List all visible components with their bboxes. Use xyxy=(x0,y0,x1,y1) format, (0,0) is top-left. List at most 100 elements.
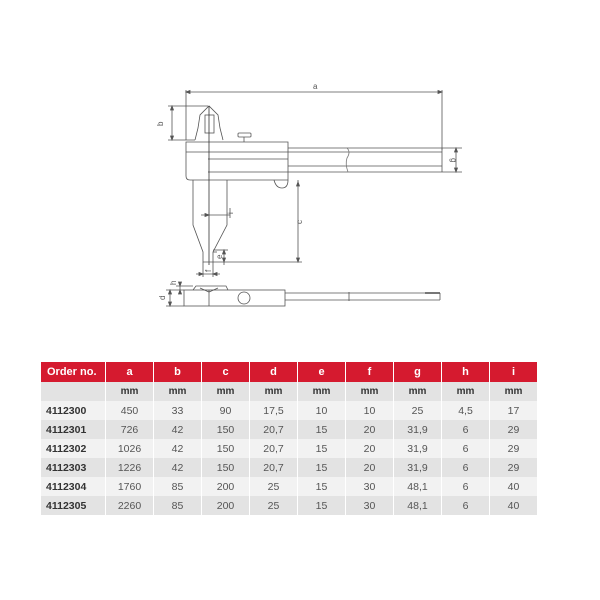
table-row: 4112304 1760 85 200 25 15 30 48,1 6 40 xyxy=(40,477,538,496)
cell-h: 6 xyxy=(441,496,490,515)
cell-a: 1760 xyxy=(105,477,154,496)
cell-c: 200 xyxy=(201,477,250,496)
dimension-label-a: a xyxy=(313,82,318,91)
cell-c: 150 xyxy=(201,420,250,439)
cell-f: 30 xyxy=(345,496,394,515)
cell-b: 85 xyxy=(153,477,202,496)
header-f: f xyxy=(345,362,394,382)
cell-d: 20,7 xyxy=(249,458,298,477)
table-row: 4112303 1226 42 150 20,7 15 20 31,9 6 29 xyxy=(40,458,538,477)
cell-e: 10 xyxy=(297,401,346,420)
cell-g: 48,1 xyxy=(393,477,442,496)
cell-d: 20,7 xyxy=(249,439,298,458)
cell-g: 48,1 xyxy=(393,496,442,515)
unit-e: mm xyxy=(297,382,346,401)
dimension-label-g: g xyxy=(449,158,458,162)
cell-b: 42 xyxy=(153,458,202,477)
cell-e: 15 xyxy=(297,439,346,458)
cell-f: 30 xyxy=(345,477,394,496)
cell-h: 6 xyxy=(441,439,490,458)
cell-order-no: 4112305 xyxy=(40,496,106,515)
cell-c: 150 xyxy=(201,439,250,458)
cell-h: 4,5 xyxy=(441,401,490,420)
cell-e: 15 xyxy=(297,496,346,515)
table-header-row: Order no. a b c d e f g h i xyxy=(40,362,538,382)
cell-a: 1026 xyxy=(105,439,154,458)
cell-b: 42 xyxy=(153,420,202,439)
cell-e: 15 xyxy=(297,477,346,496)
order-specification-table: Order no. a b c d e f g h i mm mm mm mm … xyxy=(40,362,538,515)
table-row: 4112305 2260 85 200 25 15 30 48,1 6 40 xyxy=(40,496,538,515)
header-a: a xyxy=(105,362,154,382)
dimension-label-c: c xyxy=(295,220,304,224)
cell-i: 40 xyxy=(489,496,538,515)
unit-g: mm xyxy=(393,382,442,401)
dimension-label-e: e xyxy=(215,254,224,259)
dimension-label-f: f xyxy=(204,269,213,272)
header-c: c xyxy=(201,362,250,382)
cell-b: 85 xyxy=(153,496,202,515)
cell-i: 40 xyxy=(489,477,538,496)
unit-c: mm xyxy=(201,382,250,401)
cell-f: 20 xyxy=(345,439,394,458)
cell-order-no: 4112300 xyxy=(40,401,106,420)
dimension-label-d: d xyxy=(158,296,167,300)
cell-g: 31,9 xyxy=(393,420,442,439)
unit-b: mm xyxy=(153,382,202,401)
cell-i: 29 xyxy=(489,420,538,439)
cell-i: 17 xyxy=(489,401,538,420)
cell-g: 25 xyxy=(393,401,442,420)
cell-d: 20,7 xyxy=(249,420,298,439)
dimension-label-i: i xyxy=(226,212,235,214)
unit-f: mm xyxy=(345,382,394,401)
header-h: h xyxy=(441,362,490,382)
header-e: e xyxy=(297,362,346,382)
cell-order-no: 4112301 xyxy=(40,420,106,439)
cell-d: 25 xyxy=(249,496,298,515)
unit-d: mm xyxy=(249,382,298,401)
dimension-label-h: h xyxy=(169,281,178,285)
cell-a: 450 xyxy=(105,401,154,420)
cell-f: 10 xyxy=(345,401,394,420)
cell-d: 25 xyxy=(249,477,298,496)
table-row: 4112300 450 33 90 17,5 10 10 25 4,5 17 xyxy=(40,401,538,420)
cell-a: 2260 xyxy=(105,496,154,515)
cell-g: 31,9 xyxy=(393,458,442,477)
cell-h: 6 xyxy=(441,420,490,439)
cell-c: 200 xyxy=(201,496,250,515)
cell-i: 29 xyxy=(489,439,538,458)
caliper-technical-drawing: a b c d e f g h i xyxy=(156,82,462,308)
cell-order-no: 4112303 xyxy=(40,458,106,477)
cell-f: 20 xyxy=(345,420,394,439)
cell-d: 17,5 xyxy=(249,401,298,420)
cell-order-no: 4112304 xyxy=(40,477,106,496)
cell-e: 15 xyxy=(297,420,346,439)
cell-e: 15 xyxy=(297,458,346,477)
cell-h: 6 xyxy=(441,477,490,496)
cell-b: 42 xyxy=(153,439,202,458)
cell-a: 1226 xyxy=(105,458,154,477)
cell-g: 31,9 xyxy=(393,439,442,458)
table-row: 4112301 726 42 150 20,7 15 20 31,9 6 29 xyxy=(40,420,538,439)
cell-b: 33 xyxy=(153,401,202,420)
cell-h: 6 xyxy=(441,458,490,477)
cell-f: 20 xyxy=(345,458,394,477)
cell-c: 150 xyxy=(201,458,250,477)
cell-i: 29 xyxy=(489,458,538,477)
unit-a: mm xyxy=(105,382,154,401)
header-i: i xyxy=(489,362,538,382)
unit-h: mm xyxy=(441,382,490,401)
unit-order-no xyxy=(40,382,106,401)
cell-a: 726 xyxy=(105,420,154,439)
caliper-diagram-svg: a b c d e f g h i xyxy=(156,82,462,308)
header-b: b xyxy=(153,362,202,382)
dimension-label-b: b xyxy=(156,121,165,126)
unit-i: mm xyxy=(489,382,538,401)
cell-c: 90 xyxy=(201,401,250,420)
table-units-row: mm mm mm mm mm mm mm mm mm xyxy=(40,382,538,401)
cell-order-no: 4112302 xyxy=(40,439,106,458)
header-order-no: Order no. xyxy=(40,362,106,382)
header-d: d xyxy=(249,362,298,382)
header-g: g xyxy=(393,362,442,382)
table-row: 4112302 1026 42 150 20,7 15 20 31,9 6 29 xyxy=(40,439,538,458)
